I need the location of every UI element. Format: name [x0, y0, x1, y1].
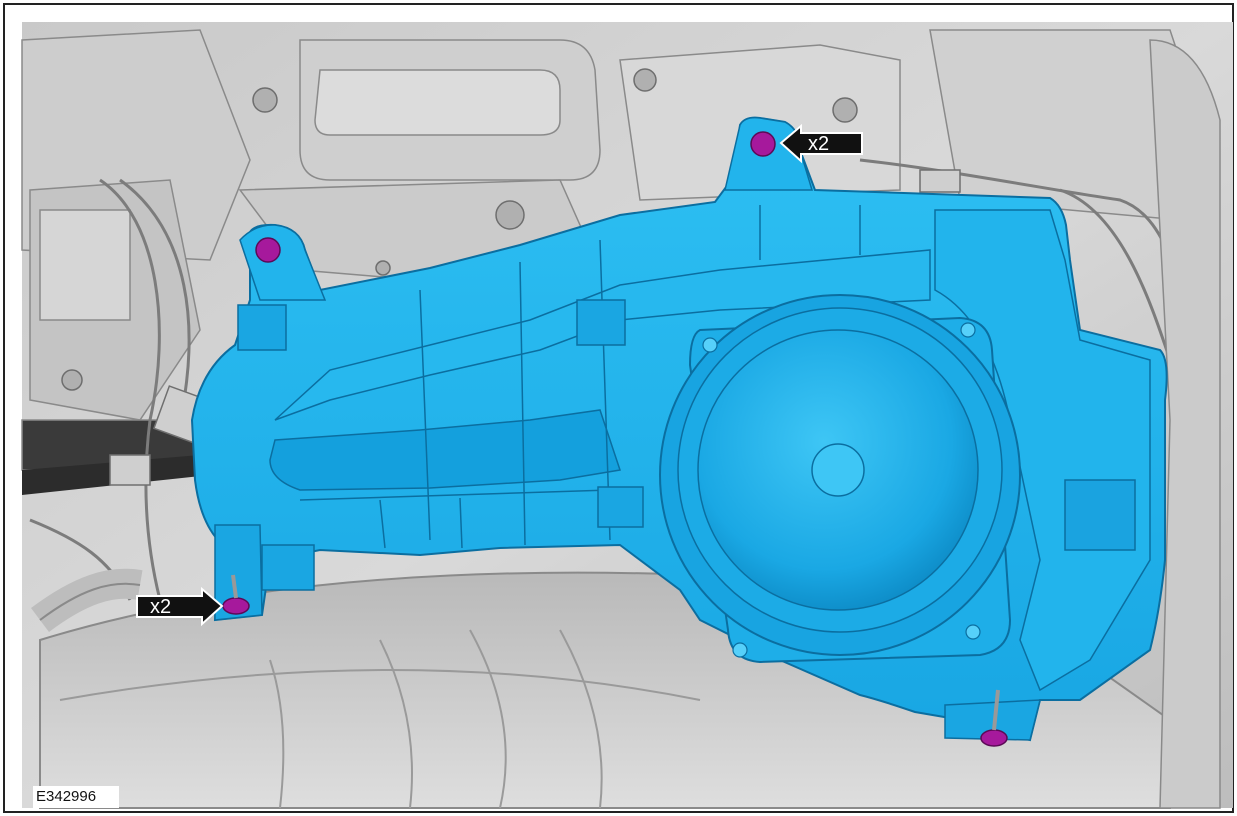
hose-edge: [39, 582, 141, 621]
callout-bottom-quantity: x2: [150, 596, 172, 618]
callout-top: x2: [808, 127, 829, 161]
callout-top-quantity: x2: [808, 133, 830, 155]
callout-arrow-top: [779, 123, 863, 164]
callout-bottom: x2: [150, 590, 171, 624]
fuel-tank-ribs: [59, 629, 701, 809]
right-body-wall: [1149, 39, 1221, 809]
fastener-bottom-right: [980, 729, 1008, 747]
background-bolts: [61, 68, 858, 391]
fasteners: [222, 131, 1008, 747]
figure-reference-number: E342996: [33, 786, 119, 808]
fastener-top: [750, 131, 776, 157]
subwoofer-enclosure: [190, 116, 1168, 742]
fastener-top-left: [255, 237, 281, 263]
callout-arrow-bottom: [136, 586, 224, 627]
fastener-bottom-left: [222, 597, 250, 615]
